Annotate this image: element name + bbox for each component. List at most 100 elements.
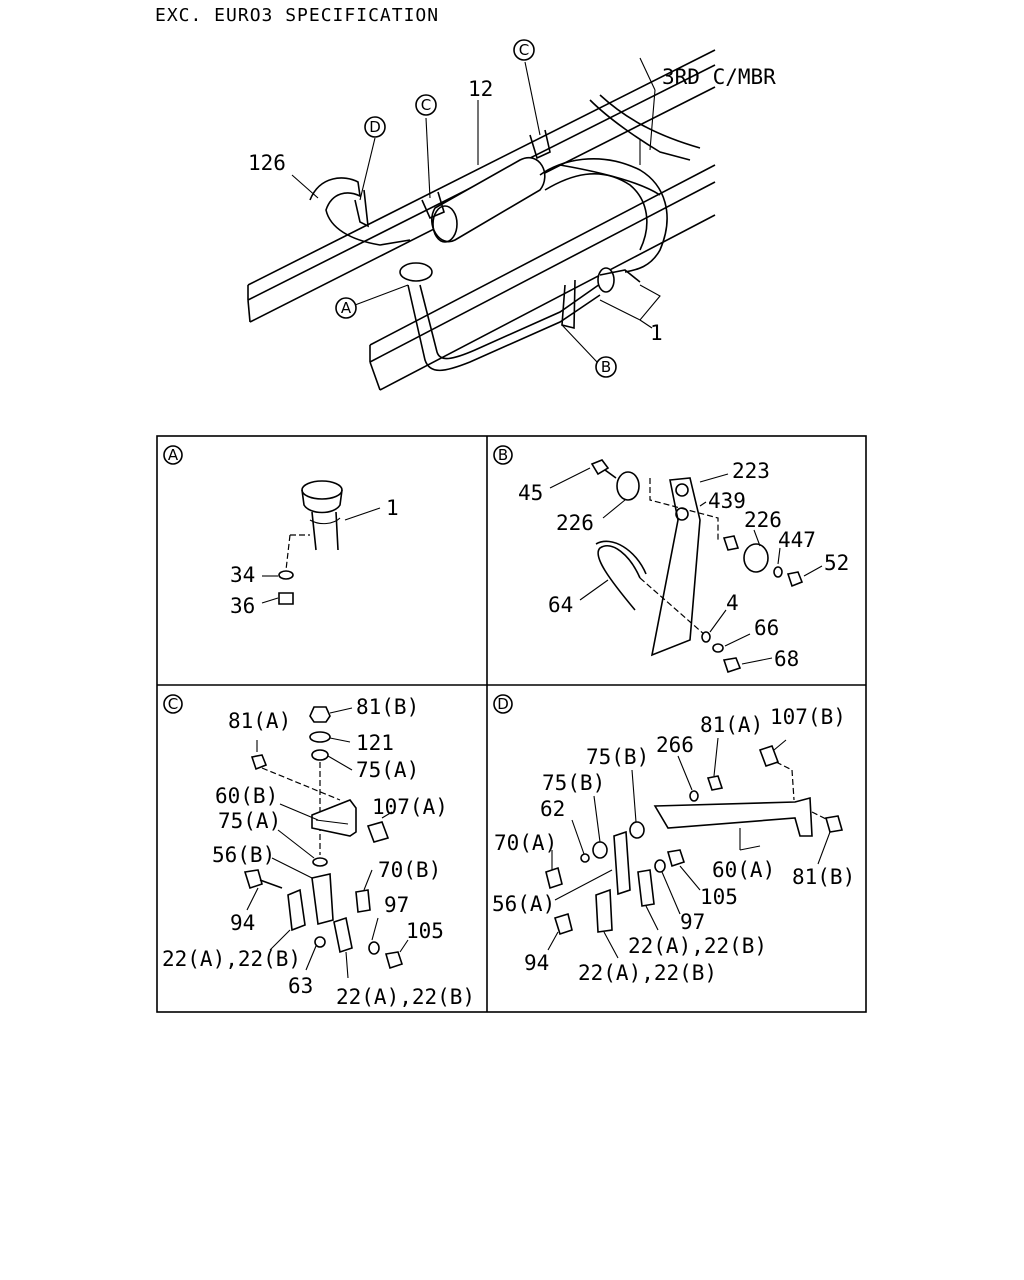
muffler xyxy=(430,157,668,273)
label-68: 68 xyxy=(774,647,799,671)
ref-a-text: A xyxy=(341,299,352,317)
washer-66 xyxy=(712,643,724,653)
washer-75b-b xyxy=(592,841,608,859)
front-pipe xyxy=(399,262,641,372)
ref-circle-a[interactable] xyxy=(335,297,357,319)
label-70a: 70(A) xyxy=(494,831,557,855)
ref-circle-d[interactable] xyxy=(364,116,386,138)
label-107b: 107(B) xyxy=(770,705,846,729)
nut-52 xyxy=(786,571,804,588)
panel-a-tag-circle xyxy=(163,445,183,465)
nut-81a xyxy=(706,775,724,791)
label-75a-mid: 75(A) xyxy=(218,809,281,833)
bracket-60a xyxy=(653,796,813,837)
bolt-45 xyxy=(590,459,610,476)
nut-68 xyxy=(722,657,742,674)
panel-a: A 1 34 36 xyxy=(163,445,399,618)
label-266: 266 xyxy=(656,733,694,757)
label-1: 1 xyxy=(386,496,399,520)
clamp-center xyxy=(311,873,334,926)
clamp-left xyxy=(595,888,613,933)
label-75b-top: 75(B) xyxy=(586,745,649,769)
label-223: 223 xyxy=(732,459,770,483)
bracket-60b xyxy=(311,799,357,837)
label-22-lower: 22(A),22(B) xyxy=(578,961,717,985)
washer-75a-top xyxy=(311,749,329,761)
hanger-bracket xyxy=(650,477,701,657)
label-22-left: 22(A),22(B) xyxy=(162,947,301,971)
nut-105 xyxy=(666,849,686,868)
nut-81b xyxy=(309,706,331,723)
washer-75a-mid xyxy=(312,857,328,867)
rubber-226-front xyxy=(616,471,640,501)
ref-circle-b[interactable] xyxy=(595,356,617,378)
page-title: EXC. EURO3 SPECIFICATION xyxy=(155,5,439,26)
panel-d-tag: D xyxy=(497,695,509,713)
label-75b-mid: 75(B) xyxy=(542,771,605,795)
clamp-right xyxy=(333,916,353,954)
bolt-107a xyxy=(366,821,390,843)
label-36: 36 xyxy=(230,594,255,618)
bolt-107b xyxy=(758,744,780,768)
collar-62 xyxy=(580,853,590,863)
washer-266 xyxy=(689,790,699,802)
member-label: 3RD C/MBR xyxy=(662,65,776,89)
nut-81b xyxy=(824,815,844,833)
washer-447 xyxy=(773,566,783,578)
label-34: 34 xyxy=(230,563,255,587)
panel-d: D 81(A) 107( xyxy=(492,694,855,985)
nut-81a xyxy=(250,754,268,771)
clamp-left xyxy=(287,888,306,932)
pipe-flange xyxy=(301,480,343,500)
label-22-upper: 22(A),22(B) xyxy=(628,934,767,958)
label-75a-top: 75(A) xyxy=(356,758,419,782)
ref-c2-text: C xyxy=(519,41,529,59)
label-107a: 107(A) xyxy=(372,795,448,819)
washer-97 xyxy=(654,859,666,873)
detail-grid xyxy=(156,435,867,1013)
clamp-right xyxy=(637,869,655,907)
label-121: 121 xyxy=(356,731,394,755)
nut-36 xyxy=(278,592,294,605)
washer-97 xyxy=(368,941,380,955)
panel-b-tag-circle xyxy=(493,445,513,465)
u-bolt-64 xyxy=(597,545,641,611)
label-447: 447 xyxy=(778,528,816,552)
collar-63 xyxy=(314,936,326,948)
label-64: 64 xyxy=(548,593,573,617)
label-226-front: 226 xyxy=(556,511,594,535)
label-226-back: 226 xyxy=(744,508,782,532)
bolt-94 xyxy=(553,912,573,936)
collar-439 xyxy=(722,535,740,551)
label-81a: 81(A) xyxy=(700,713,763,737)
ref-d-text: D xyxy=(369,118,381,136)
label-22-right: 22(A),22(B) xyxy=(336,985,475,1009)
washer-34 xyxy=(278,570,294,580)
label-45: 45 xyxy=(518,481,543,505)
ref-circle-c1[interactable] xyxy=(415,94,437,116)
panel-b: B 45 223 xyxy=(493,445,849,674)
label-56b: 56(B) xyxy=(212,843,275,867)
label-63: 63 xyxy=(288,974,313,998)
panel-c: C 81(A) xyxy=(162,694,475,1009)
washer-121 xyxy=(309,731,331,743)
label-66: 66 xyxy=(754,616,779,640)
label-52: 52 xyxy=(824,551,849,575)
panel-a-tag: A xyxy=(168,446,179,464)
callout-12: 12 xyxy=(468,77,493,101)
panel-c-tag: C xyxy=(168,695,178,713)
nut-105 xyxy=(384,951,404,970)
label-60a: 60(A) xyxy=(712,858,775,882)
label-105: 105 xyxy=(406,919,444,943)
label-97: 97 xyxy=(384,893,409,917)
tail-pipe xyxy=(309,177,411,246)
ref-c1-text: C xyxy=(421,96,431,114)
bolt-70b xyxy=(355,889,371,913)
overview-leaders xyxy=(291,57,661,363)
label-56a: 56(A) xyxy=(492,892,555,916)
label-81b: 81(B) xyxy=(792,865,855,889)
callout-1: 1 xyxy=(650,321,663,345)
label-62: 62 xyxy=(540,797,565,821)
exhaust-overview: 126 12 3RD C/MBR 1 D C C A B xyxy=(247,39,776,391)
ref-circle-c2[interactable] xyxy=(513,39,535,61)
